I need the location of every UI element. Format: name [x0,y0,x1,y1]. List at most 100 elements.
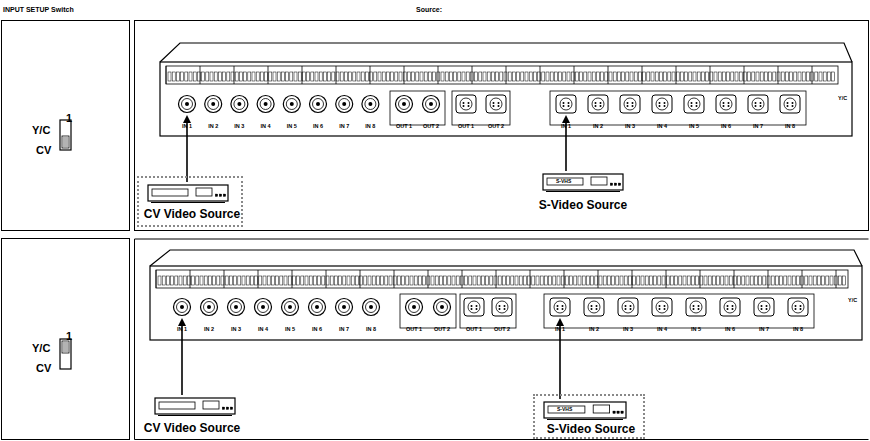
svideo-pin [698,308,700,310]
input-label: IN 3 [625,124,635,130]
svideo-pin [760,102,762,104]
terminal-slot [280,276,283,285]
terminal-slot [570,276,573,285]
terminal-slot [235,72,238,81]
terminal-slot [622,72,625,81]
bnc-connector [363,299,380,316]
terminal-divider [496,270,497,288]
svideo-connector [496,301,508,313]
svideo-connector [486,95,506,113]
terminal-slot [609,72,612,81]
terminal-slot [805,276,808,285]
terminal-slot [546,72,549,81]
terminal-slot [790,72,793,81]
terminal-slot [171,276,174,285]
terminal-slot [647,72,650,81]
terminal-divider [438,66,439,84]
svideo-connector [652,298,672,316]
terminal-strip [156,270,848,288]
svideo-pin [755,105,757,107]
slider-ridge [63,142,68,143]
terminal-slot [685,72,688,81]
terminal-slot [676,72,679,81]
svideo-pin [727,308,729,310]
svideo-connector [758,301,770,313]
terminal-slot [624,276,627,285]
terminal-slot [217,276,220,285]
terminal-slot [389,276,392,285]
svideo-pin [627,102,629,104]
terminal-slot [192,276,195,285]
svideo-connector [556,95,576,113]
terminal-slot [481,276,484,285]
terminal-slot [386,72,389,81]
svideo-connector [748,95,768,113]
terminal-slot [382,72,385,81]
terminal-divider [574,66,575,84]
terminal-slot [540,276,543,285]
bnc-connector [255,299,272,316]
terminal-slot [221,276,224,285]
svideo-pin [498,102,500,104]
bnc-pin [342,102,346,106]
output-group [452,91,510,125]
svideo-pin [761,308,763,310]
terminal-slot [553,276,556,285]
tape-slot [152,189,188,196]
terminal-slot [402,276,405,285]
bnc-pin [185,102,189,106]
terminal-slot [637,276,640,285]
terminal-slot [620,276,623,285]
column-heading: Source: [416,6,442,13]
svideo-pin [693,308,695,310]
setup-switch [60,339,71,369]
svideo-connector [588,95,608,113]
terminal-slot [301,276,304,285]
terminal-divider [224,270,225,288]
terminal-slot [449,72,452,81]
terminal-slot [752,72,755,81]
terminal-slot [319,72,322,81]
terminal-slot [200,276,203,285]
bnc-connector [399,99,410,110]
terminal-slot [496,72,499,81]
video-recorder [543,174,623,190]
terminal-divider [530,270,531,288]
terminal-slot [183,276,186,285]
terminal-slot [511,276,514,285]
svideo-connector [656,301,668,313]
tape-slot [159,402,195,409]
svideo-pin [476,305,478,307]
bnc-connector [339,302,350,313]
svideo-pin [664,308,666,310]
switch-box: 1Y/CCV [2,239,129,439]
terminal-slot [290,72,293,81]
terminal-slot [672,72,675,81]
svideo-pin [493,105,495,107]
recorder-base [546,191,620,192]
terminal-slot [680,72,683,81]
switch-panel [2,21,130,231]
bnc-pin [429,102,433,106]
switch-slider [62,341,69,353]
terminal-slot [659,72,662,81]
output-label: OUT 1 [466,327,482,333]
terminal-slot [458,72,461,81]
terminal-slot [704,276,707,285]
connector-type: Y/C [838,96,847,102]
terminal-slot [802,72,805,81]
terminal-slot [565,276,568,285]
terminal-slot [596,72,599,81]
terminal-slot [193,72,196,81]
terminal-slot [298,72,301,81]
terminal-slot [487,72,490,81]
control-button [223,194,226,197]
terminal-divider [632,270,633,288]
svideo-pin [723,102,725,104]
input-label: IN 5 [287,124,297,130]
terminal-slot [381,276,384,285]
terminal-slot [420,72,423,81]
bnc-pin [234,305,238,309]
svideo-connector [652,95,672,113]
terminal-slot [668,72,671,81]
